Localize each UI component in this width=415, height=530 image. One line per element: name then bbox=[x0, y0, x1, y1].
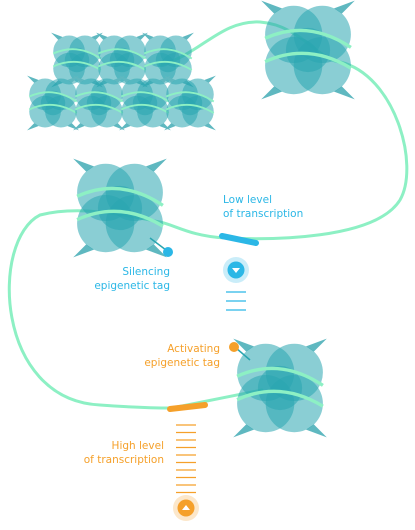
chevron-down-icon bbox=[223, 257, 249, 283]
low-transcription-label: Low level of transcription bbox=[223, 193, 303, 221]
nucleosome-bottom-right bbox=[231, 336, 329, 440]
silencing-tag-dot bbox=[163, 247, 173, 257]
label-line: High level bbox=[111, 440, 164, 452]
high-transcription-lines bbox=[176, 424, 196, 494]
nucleosome bbox=[163, 74, 217, 132]
label-line: epigenetic tag bbox=[144, 357, 220, 369]
label-line: of transcription bbox=[83, 454, 164, 466]
label-line: epigenetic tag bbox=[94, 280, 170, 292]
high-gene-segment bbox=[167, 402, 208, 412]
activating-tag-label: Activating epigenetic tag bbox=[130, 342, 220, 370]
label-line: Silencing bbox=[122, 266, 170, 278]
label-line: Activating bbox=[167, 343, 220, 355]
label-line: Low level bbox=[223, 194, 272, 206]
nucleosome bbox=[118, 74, 172, 132]
nucleosome-top-right bbox=[259, 0, 357, 102]
low-gene-segment bbox=[219, 233, 259, 246]
activating-tag-dot bbox=[229, 342, 239, 352]
nucleosome bbox=[72, 74, 126, 132]
label-line: of transcription bbox=[223, 208, 304, 220]
silencing-tag-label: Silencing epigenetic tag bbox=[80, 265, 170, 293]
high-transcription-label: High level of transcription bbox=[60, 439, 164, 467]
low-transcription-lines bbox=[226, 291, 246, 311]
chevron-up-icon bbox=[173, 495, 199, 521]
nucleosome bbox=[26, 74, 80, 132]
nucleosome-middle-left bbox=[71, 156, 169, 260]
